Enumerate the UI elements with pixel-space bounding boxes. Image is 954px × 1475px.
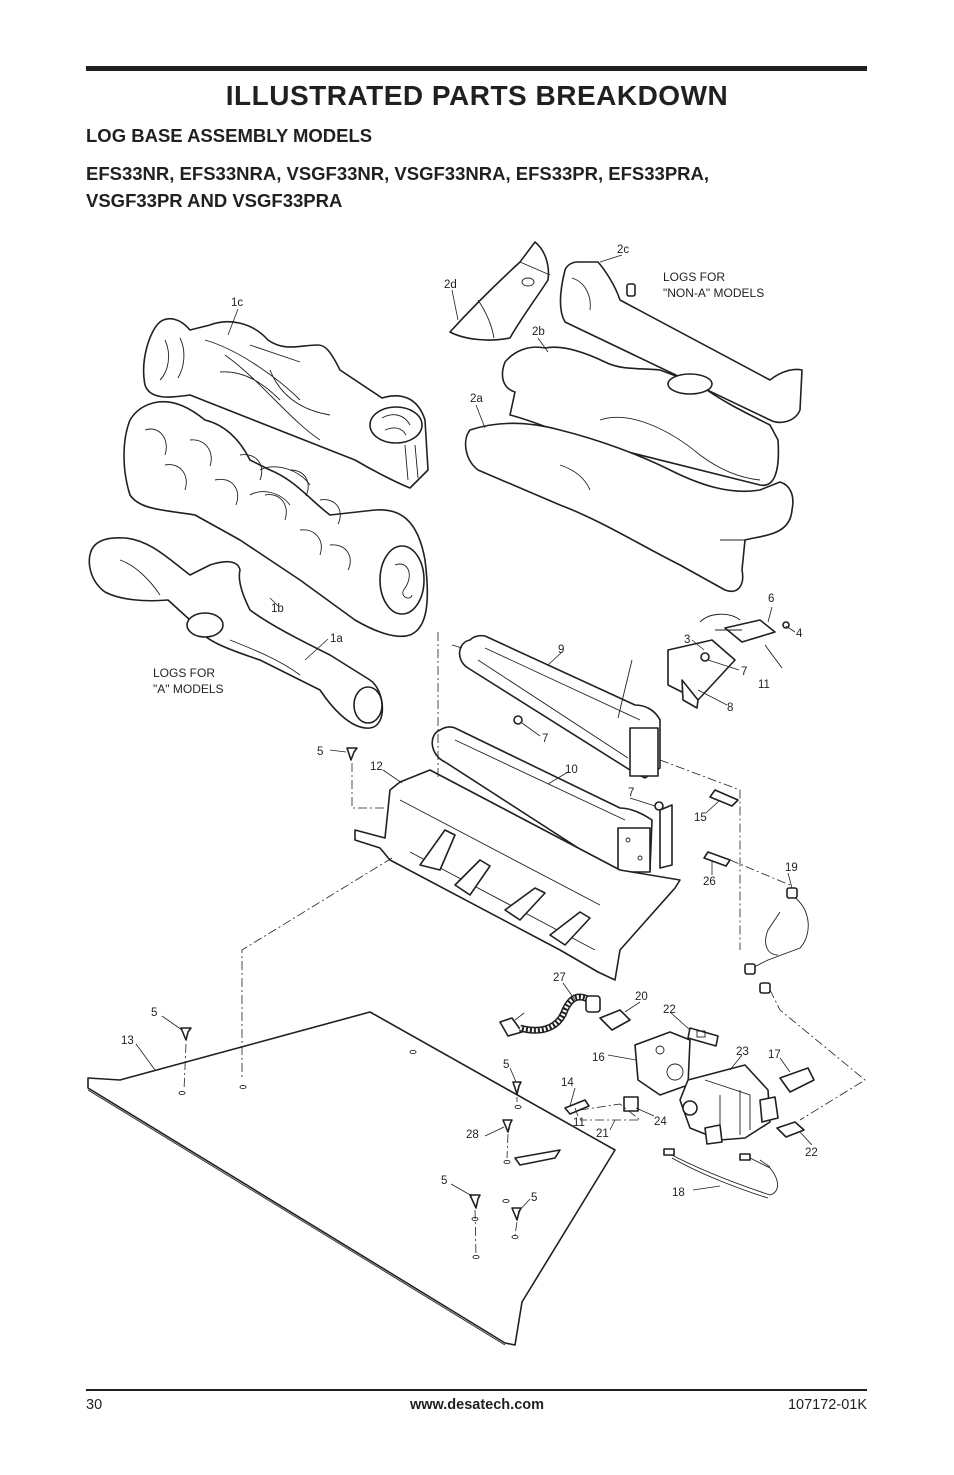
callout-11: 12 xyxy=(370,761,383,773)
callout-5-pan-mid: 5 xyxy=(503,1059,509,1071)
base-pan-13 xyxy=(87,1011,616,1346)
callout-12-pilot: 11 xyxy=(758,679,770,691)
callout-12-valve: 11 xyxy=(573,1117,585,1129)
models-line-2: VSGF33PR AND VSGF33PRA xyxy=(86,190,343,211)
callout-24: 24 xyxy=(654,1116,667,1128)
callout-14: 14 xyxy=(561,1077,574,1089)
page-number: 30 xyxy=(86,1397,103,1413)
callout-25: 26 xyxy=(703,876,716,888)
log-1c xyxy=(142,317,429,489)
callout-10: 10 xyxy=(565,764,578,776)
callout-5-pan-lower: 5 xyxy=(441,1175,447,1187)
log-2b xyxy=(501,346,780,487)
note-non-a-line-1: LOGS FOR xyxy=(663,270,725,284)
fittings xyxy=(513,715,739,867)
callout-18: 18 xyxy=(672,1187,685,1199)
assembly-lines xyxy=(183,632,866,1256)
note-a-line-2: "A" MODELS xyxy=(153,682,224,696)
burner-tube-10 xyxy=(431,726,653,876)
note-non-a-line-2: "NON-A" MODELS xyxy=(663,286,764,300)
callout-7-base: 7 xyxy=(628,787,634,799)
callout-4: 4 xyxy=(796,628,803,640)
log-2c xyxy=(559,261,803,424)
section-subtitle: LOG BASE ASSEMBLY MODELS xyxy=(86,125,373,146)
callout-3: 3 xyxy=(684,634,690,646)
callout-6: 6 xyxy=(768,593,774,605)
callout-22-gasket: 22 xyxy=(663,1004,676,1016)
callout-1c: 1c xyxy=(231,297,243,309)
footer-rule xyxy=(86,1389,867,1391)
callout-2a: 2a xyxy=(470,393,483,405)
pilot-assembly xyxy=(667,613,790,709)
bracket-16 xyxy=(634,1031,691,1096)
gas-valve-23 xyxy=(679,1064,779,1145)
callout-13: 13 xyxy=(121,1035,134,1047)
callout-21: 21 xyxy=(596,1128,609,1140)
log-2a xyxy=(464,422,794,592)
callout-22-fitting: 22 xyxy=(805,1147,818,1159)
log-1a xyxy=(88,537,384,729)
parts-diagram: LOGS FOR "NON-A" MODELS LOGS FOR "A" MOD… xyxy=(87,241,866,1346)
flex-line-26 xyxy=(499,993,601,1037)
callout-17: 17 xyxy=(768,1049,781,1061)
callout-5-pan-left: 5 xyxy=(151,1007,157,1019)
callout-2d: 2d xyxy=(444,279,457,291)
bracket-17 xyxy=(779,1067,815,1093)
wires-18 xyxy=(663,1148,778,1199)
callout-15: 15 xyxy=(694,812,707,824)
log-1b xyxy=(123,400,429,638)
callout-16: 16 xyxy=(592,1052,605,1064)
callout-1b: 1b xyxy=(271,603,284,615)
fitting-22b xyxy=(776,1121,805,1138)
document-number: 107172-01K xyxy=(787,1397,867,1413)
header-rule xyxy=(86,66,867,71)
callout-2c: 2c xyxy=(617,244,629,256)
callout-7-tube: 7 xyxy=(542,733,548,745)
base-11 xyxy=(354,769,681,981)
callout-5-base: 5 xyxy=(317,746,323,758)
callout-27: 28 xyxy=(466,1129,479,1141)
thermocouple-14 xyxy=(564,1099,590,1115)
callout-19: 19 xyxy=(785,862,798,874)
log-2d xyxy=(449,241,551,341)
fitting-20 xyxy=(599,1009,631,1031)
page-title: ILLUSTRATED PARTS BREAKDOWN xyxy=(225,80,729,111)
models-line-1: EFS33NR, EFS33NRA, VSGF33NR, VSGF33NRA, … xyxy=(86,163,710,184)
gasket-22 xyxy=(687,1027,719,1047)
pilot-tube-19 xyxy=(744,887,809,994)
callout-8: 8 xyxy=(727,702,733,714)
callout-7-pilot: 7 xyxy=(741,666,747,678)
callout-9: 9 xyxy=(558,644,564,656)
website-link[interactable]: www.desatech.com xyxy=(409,1397,545,1413)
screws xyxy=(180,747,522,1221)
callout-23: 23 xyxy=(736,1046,749,1058)
igniter-24 xyxy=(623,1096,639,1112)
burner-tube-9 xyxy=(451,634,661,779)
callout-5-pan-right: 5 xyxy=(531,1192,537,1204)
callout-20: 20 xyxy=(635,991,648,1003)
callout-2b: 2b xyxy=(532,326,545,338)
leader-lines xyxy=(135,254,813,1213)
note-a-line-1: LOGS FOR xyxy=(153,666,215,680)
callout-1a: 1a xyxy=(330,633,343,645)
callout-26: 27 xyxy=(553,972,566,984)
